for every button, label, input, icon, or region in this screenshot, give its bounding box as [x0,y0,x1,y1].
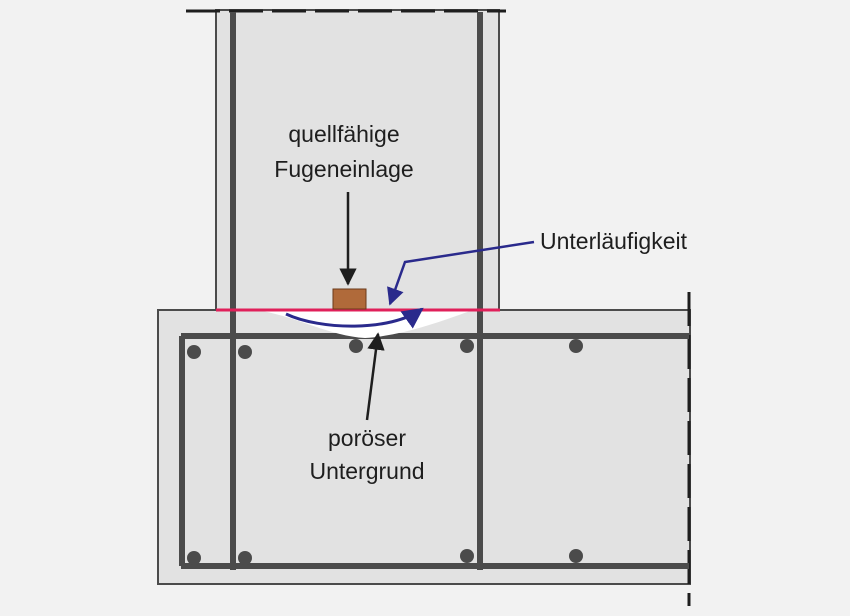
rebar-bar [187,551,201,565]
joint-insert-label-line1: quellfähige [288,121,399,147]
rebar-bar [460,549,474,563]
porous-subgrade-label-line1: poröser [328,425,406,451]
rebar-bar [238,551,252,565]
upper-wall [215,9,500,311]
porous-subgrade-leader [365,332,385,421]
rebar-bar [238,345,252,359]
joint-insert-label-line2: Fugeneinlage [274,156,413,182]
underflow-leader [387,240,535,306]
rebar-bar [460,339,474,353]
rebar-bar [187,345,201,359]
underflow-path-arrow [285,307,424,329]
base-slab [157,309,691,585]
swellable-joint-insert [332,288,367,310]
underflow-label: Unterläufigkeit [540,228,688,254]
rebar-bar [569,339,583,353]
rebar-bar [349,339,363,353]
porous-subgrade-label-line2: Untergrund [309,458,424,484]
rebar-bar [569,549,583,563]
